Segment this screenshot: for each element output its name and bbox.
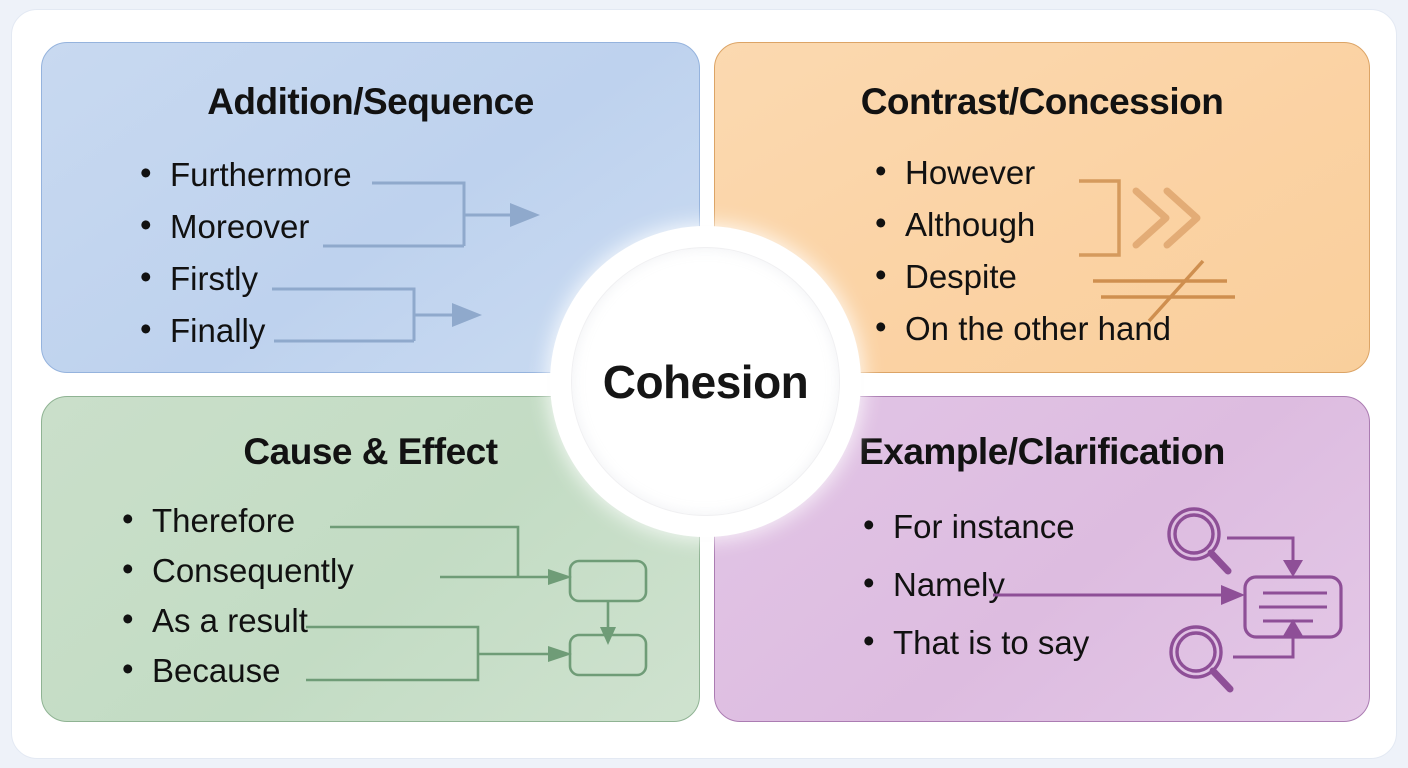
quadrant-title-addition: Addition/Sequence [207, 81, 534, 122]
list-item: Despite [875, 258, 1171, 293]
quadrant-title-example: Example/Clarification [859, 431, 1225, 472]
list-item: Firstly [140, 260, 352, 295]
list-item: However [875, 154, 1171, 189]
arrow-head-icon [1221, 585, 1245, 605]
process-box-bottom [568, 633, 648, 677]
magnifier-icon-top [1167, 507, 1232, 575]
list-item: Namely [863, 566, 1089, 601]
quadrant-title-cause: Cause & Effect [243, 431, 498, 472]
arrow-head-icon [1283, 560, 1303, 577]
connector-list-addition: Furthermore Moreover Firstly Finally [140, 156, 352, 366]
process-box-top [568, 559, 648, 603]
arrow-head-icon [452, 303, 482, 327]
center-hub[interactable]: Cohesion [563, 239, 848, 524]
list-item: On the other hand [875, 310, 1171, 345]
center-label: Cohesion [602, 355, 809, 408]
arrow-head-icon [510, 203, 540, 227]
list-item: Although [875, 206, 1171, 241]
connector-list-contrast: However Although Despite On the other ha… [875, 154, 1171, 364]
arrow-head-icon [548, 569, 572, 585]
quadrant-addition-sequence[interactable]: Addition/Sequence Furthermore Moreover F… [41, 42, 700, 373]
list-item: Finally [140, 312, 352, 347]
document-box-icon [1243, 575, 1343, 639]
arrow-head-icon [548, 646, 572, 662]
list-item: Because [122, 652, 354, 687]
list-item: As a result [122, 602, 354, 637]
center-hub-ring [571, 247, 840, 516]
list-item: Therefore [122, 502, 354, 537]
quadrant-title-contrast: Contrast/Concession [860, 81, 1224, 122]
list-item: Furthermore [140, 156, 352, 191]
list-item: Moreover [140, 208, 352, 243]
arrow-head-icon [600, 627, 616, 645]
list-item: That is to say [863, 624, 1089, 659]
list-item: Consequently [122, 552, 354, 587]
magnifier-icon-bottom [1169, 625, 1234, 693]
connector-list-cause: Therefore Consequently As a result Becau… [122, 502, 354, 704]
arrow-head-icon [1283, 619, 1303, 636]
connector-list-example: For instance Namely That is to say [863, 508, 1089, 684]
list-item: For instance [863, 508, 1089, 543]
